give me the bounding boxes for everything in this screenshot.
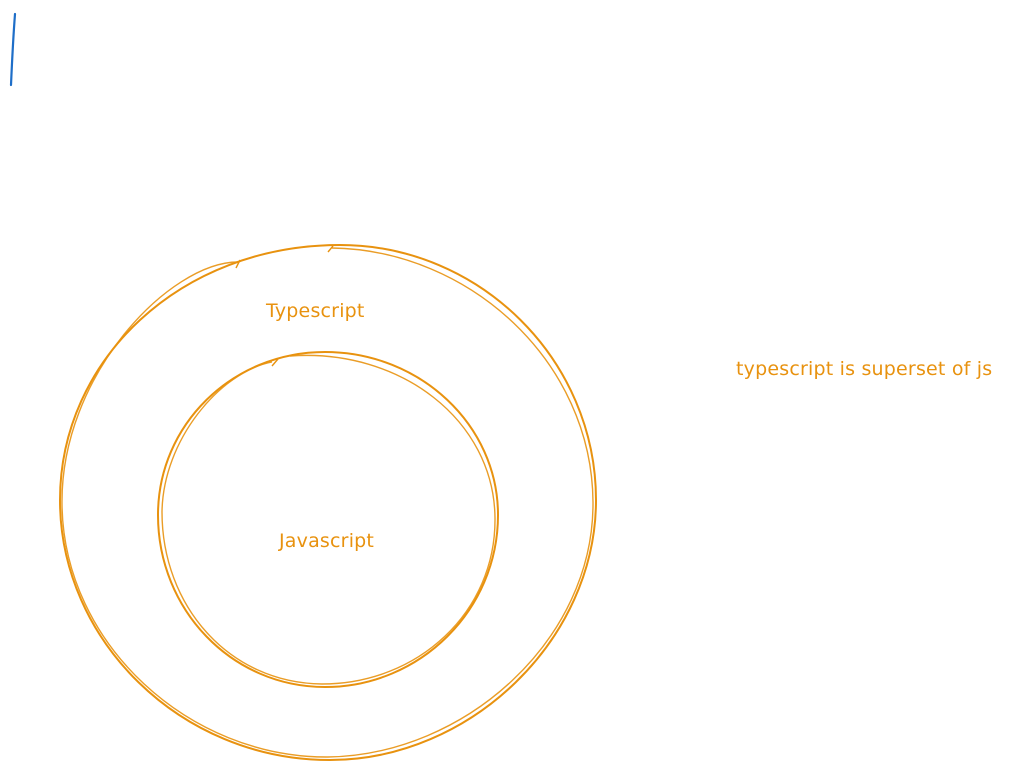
inner-label[interactable]: Javascript <box>278 530 374 552</box>
superset-note[interactable]: typescript is superset of js <box>736 358 992 380</box>
inner-circle-javascript[interactable] <box>156 350 500 689</box>
outer-label[interactable]: Typescript <box>265 300 365 322</box>
outer-circle-typescript[interactable] <box>58 243 598 762</box>
text-cursor <box>9 12 17 87</box>
